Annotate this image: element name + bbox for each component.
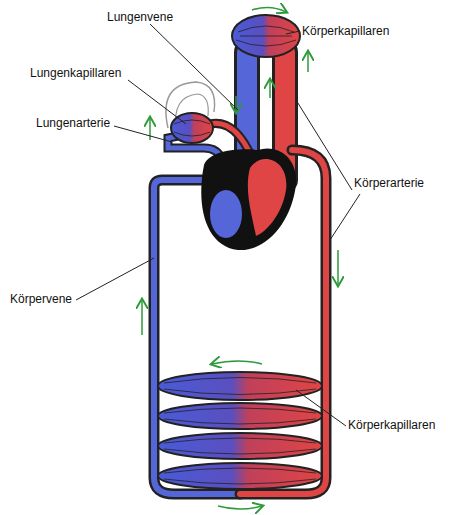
- flow-arrow: [141, 300, 143, 335]
- leader-lines: [76, 24, 360, 426]
- capillary-bed: [158, 433, 322, 459]
- flow-arrow: [337, 250, 339, 285]
- leader-line: [114, 126, 172, 142]
- upper-capillaries: [232, 15, 300, 57]
- leader-line: [296, 100, 352, 190]
- part-label: Lungenkapillaren: [30, 66, 121, 80]
- heart-body: [201, 148, 296, 250]
- capillary-bed: [158, 403, 322, 429]
- part-label: Körpervene: [10, 292, 72, 306]
- capillary-lines: [174, 120, 210, 136]
- part-label: Körperkapillaren: [302, 24, 389, 38]
- leader-line: [128, 80, 186, 124]
- part-label: Lungenvene: [107, 10, 173, 24]
- flow-arrow: [235, 96, 237, 112]
- leader-line: [296, 390, 346, 426]
- heart: [201, 148, 296, 250]
- flow-arrow: [307, 52, 309, 72]
- body-capillaries: [158, 372, 322, 489]
- flow-arrows: [142, 7, 338, 509]
- flow-arrow: [149, 118, 151, 140]
- leader-line: [286, 31, 300, 34]
- capillary-bed: [158, 463, 322, 489]
- flow-arrow: [252, 7, 286, 12]
- part-label: Körperkapillaren: [348, 418, 435, 432]
- flow-arrow: [218, 506, 262, 509]
- capillary-lines: [164, 378, 316, 485]
- part-label: Körperarterie: [354, 176, 424, 190]
- capillary-lines: [236, 26, 296, 46]
- heart-left-side: [248, 159, 287, 236]
- flow-arrow: [269, 80, 271, 98]
- capillary-bed: [232, 15, 300, 57]
- heart-right-side: [210, 190, 242, 238]
- flow-arrow: [212, 361, 262, 364]
- capillary-bed: [158, 372, 322, 400]
- leader-line: [150, 24, 238, 110]
- part-label: Lungenarterie: [36, 116, 110, 130]
- leader-line: [76, 258, 154, 300]
- leader-line: [330, 194, 360, 240]
